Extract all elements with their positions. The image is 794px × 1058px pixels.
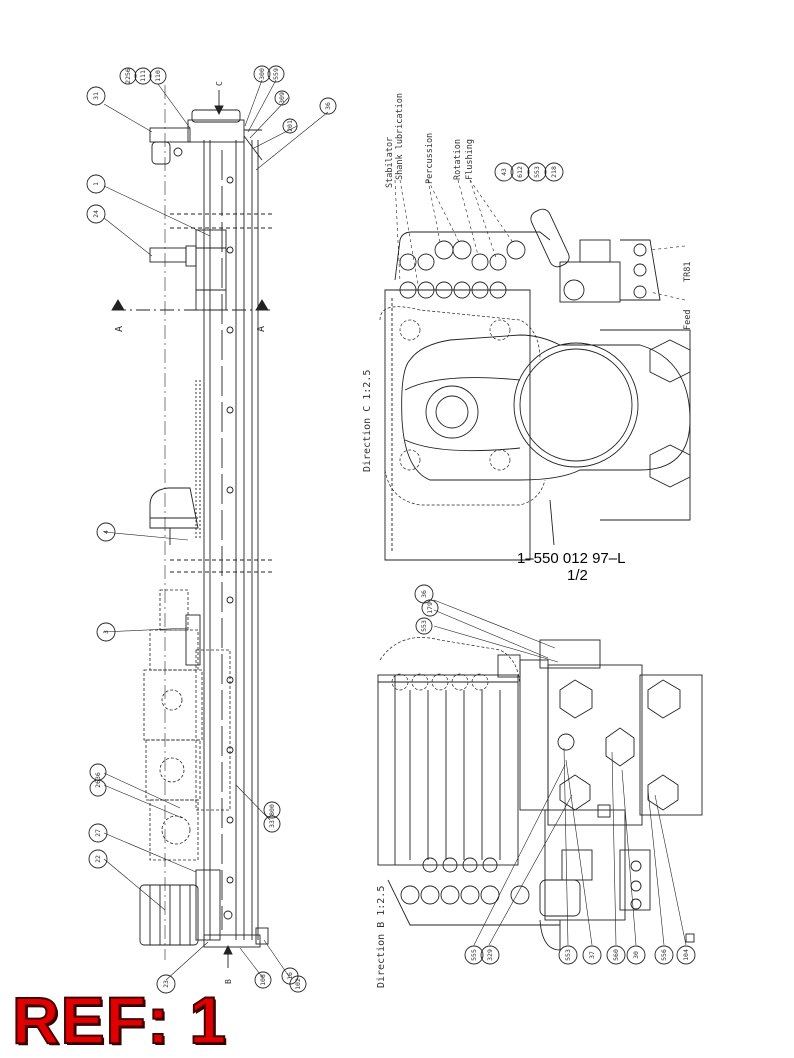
balloon-4: 4 [102, 530, 110, 534]
balloon-b-555: 555 [470, 949, 478, 961]
balloon-309: 309 [278, 92, 286, 104]
balloon-24: 24 [92, 210, 100, 218]
hose-label-shank-lubrication: Shank lubrication [395, 93, 405, 180]
direction-c-view [379, 179, 691, 561]
balloon-22: 22 [94, 855, 102, 863]
balloon-33: 33 [268, 820, 276, 828]
balloon-b-30: 30 [632, 951, 640, 959]
balloon-b-329: 329 [486, 949, 494, 961]
view-c-marker: C [215, 81, 224, 86]
section-a-right-label: A [256, 326, 267, 332]
balloon-c-553: 553 [533, 166, 541, 178]
balloon-3: 3 [102, 630, 110, 634]
direction-b-view [377, 599, 703, 951]
balloon-b-553: 553 [420, 620, 428, 632]
balloon-2256: 2256 [124, 68, 132, 84]
direction-b-label: Direction B 1:2.5 [376, 886, 387, 988]
balloon-b-560: 560 [612, 949, 620, 961]
balloon-111: 111 [139, 70, 147, 82]
hose-label-feed: Feed [683, 310, 693, 330]
balloon-b-553b: 553 [564, 949, 572, 961]
sheet-number: 1/2 [567, 567, 588, 584]
balloon-800: 800 [268, 804, 276, 816]
balloon-110: 110 [154, 70, 162, 82]
balloon-300: 300 [258, 68, 266, 80]
view-b-marker: B [224, 979, 233, 984]
balloon-559: 559 [272, 68, 280, 80]
balloon-c-612: 612 [516, 166, 524, 178]
part-number: 1–550 012 97–L [517, 550, 626, 567]
balloon-b-36: 36 [420, 590, 428, 598]
main-leader-lines [103, 79, 329, 981]
feed-beam-assembly [111, 85, 275, 968]
balloon-b-104: 104 [682, 949, 690, 961]
hose-label-rotation: Rotation [453, 139, 463, 180]
hose-label-stabilator: Stabilator [385, 137, 395, 188]
hose-label-tr81: TR81 [683, 262, 693, 282]
balloon-b-556: 556 [660, 949, 668, 961]
balloon-201: 201 [286, 120, 294, 132]
hose-label-flushing: Flushing [465, 139, 475, 180]
balloon-b-179: 179 [426, 602, 434, 614]
balloon-16: 16 [286, 972, 294, 980]
part-balloons [86, 65, 696, 994]
balloon-23: 23 [162, 980, 170, 988]
balloon-108: 108 [259, 974, 267, 986]
balloon-102: 102 [294, 978, 302, 990]
balloon-36: 36 [324, 102, 332, 110]
ref-label: REF: 1 [11, 982, 228, 1058]
balloon-2636: 2636 [94, 772, 102, 788]
balloon-1: 1 [92, 182, 100, 186]
hose-label-percussion: Percussion [425, 133, 435, 184]
balloon-b-37: 37 [588, 951, 596, 959]
balloon-c-43: 43 [500, 168, 508, 176]
balloon-c-218: 218 [550, 166, 558, 178]
direction-c-label: Direction C 1:2.5 [362, 370, 373, 472]
section-a-left-label: A [114, 326, 125, 332]
balloon-27: 27 [94, 829, 102, 837]
balloon-31: 31 [92, 92, 100, 100]
